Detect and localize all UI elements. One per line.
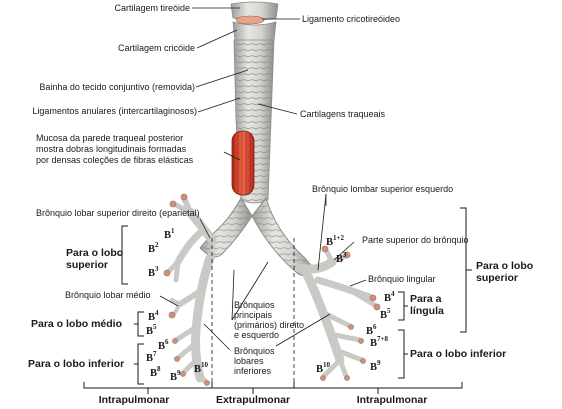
- group-lobo-superior-esq-1: Para o lobo: [476, 260, 533, 272]
- segment-left-b6: B6: [366, 323, 377, 337]
- zone-intrapulmonar-esq: Intrapulmonar: [357, 394, 428, 406]
- group-lobo-inferior-esq: Para o lobo inferior: [410, 348, 506, 360]
- segment-right-b9: B9: [170, 369, 181, 383]
- cricothyroid-ligament: [235, 15, 265, 25]
- label-bronquio-lingular: Brônquio lingular: [368, 274, 436, 284]
- label-mucosa-3: por densas coleções de fibras elásticas: [36, 155, 194, 165]
- segment-left-b5: B5: [380, 307, 391, 321]
- group-lobo-inferior-dir: Para o lobo inferior: [28, 358, 124, 370]
- segment-labels: B1 B2 B3 B4 B5 B6 B7 B8 B9 B10 B1+2 B3 B…: [146, 227, 395, 383]
- label-cartilagem-cricoide: Cartilagem cricóide: [118, 43, 195, 53]
- zone-dividers: [83, 238, 463, 394]
- group-labels: Para o lobo superior Para o lobo médio P…: [28, 247, 533, 370]
- label-bronquios-lobares-1: Brônquios: [234, 346, 275, 356]
- segment-right-b4: B4: [148, 309, 159, 323]
- label-ligamentos-anulares: Ligamentos anulares (intercartilaginosos…: [32, 106, 197, 116]
- group-lobo-medio: Para o lobo médio: [31, 318, 122, 330]
- label-ligamento-cricotireoideo: Ligamento cricotireóideo: [302, 14, 400, 24]
- segment-left-b3: B3: [336, 251, 347, 265]
- group-lobo-superior-esq-2: superior: [476, 272, 518, 284]
- trachea: [230, 1, 279, 204]
- group-lobo-superior-dir-2: superior: [66, 259, 108, 271]
- label-bronquio-lombar-sup-esq: Brônquio lombar superior esquerdo: [312, 184, 453, 194]
- label-bronquios-principais-4: e esquerdo: [234, 330, 279, 340]
- segment-left-b9: B9: [370, 359, 381, 373]
- label-bronquio-lobar-sup-dir: Brônquio lobar superior direito (epariet…: [36, 208, 200, 218]
- zone-intrapulmonar-dir: Intrapulmonar: [99, 394, 170, 406]
- bronchial-tree: [163, 193, 381, 386]
- leader-lines: [159, 7, 367, 351]
- brackets: [118, 207, 472, 385]
- group-lobo-superior-dir-1: Para o lobo: [66, 247, 123, 259]
- group-lingula-1: Para a: [410, 293, 442, 305]
- segment-left-b12: B1+2: [326, 234, 345, 248]
- segment-right-b2: B2: [148, 241, 159, 255]
- segment-right-b1: B1: [164, 227, 175, 241]
- segment-left-b4: B4: [384, 290, 395, 304]
- segment-right-b5: B5: [146, 323, 157, 337]
- zone-extrapulmonar: Extrapulmonar: [216, 394, 290, 406]
- segment-left-b78: B7+8: [370, 335, 389, 349]
- label-bronquios-lobares-3: inferiores: [234, 366, 272, 376]
- label-cartilagem-tireoide: Cartilagem tireóide: [114, 3, 190, 13]
- group-lingula-2: língula: [410, 305, 444, 317]
- label-cartilagens-traqueais: Cartilagens traqueais: [300, 109, 386, 119]
- cricoid-cartilage: [232, 21, 277, 43]
- label-parte-superior-bronquio: Parte superior do brônquio: [362, 235, 469, 245]
- label-bronquios-lobares-2: lobares: [234, 356, 264, 366]
- label-mucosa-2: mostra dobras longitudinais formadas: [36, 144, 187, 154]
- segment-right-b6: B6: [158, 338, 169, 352]
- segment-right-b7: B7: [146, 350, 157, 364]
- label-bronquios-principais-3: (primários) direito: [234, 320, 304, 330]
- label-mucosa-1: Mucosa da parede traqueal posterior: [36, 133, 183, 143]
- label-bainha: Bainha do tecido conjuntivo (removida): [39, 82, 195, 92]
- segment-right-b10: B10: [194, 361, 209, 375]
- segment-right-b8: B8: [150, 365, 161, 379]
- label-bronquio-lobar-medio: Brônquio lobar médio: [65, 290, 151, 300]
- anatomy-labels: Cartilagem tireóide Ligamento cricotireó…: [32, 3, 468, 376]
- label-bronquios-principais-1: Brônquios: [234, 300, 275, 310]
- segment-right-b3: B3: [148, 265, 159, 279]
- label-bronquios-principais-2: principais: [234, 310, 273, 320]
- zone-labels: Intrapulmonar Extrapulmonar Intrapulmona…: [99, 394, 428, 406]
- segment-left-b10: B10: [316, 361, 331, 375]
